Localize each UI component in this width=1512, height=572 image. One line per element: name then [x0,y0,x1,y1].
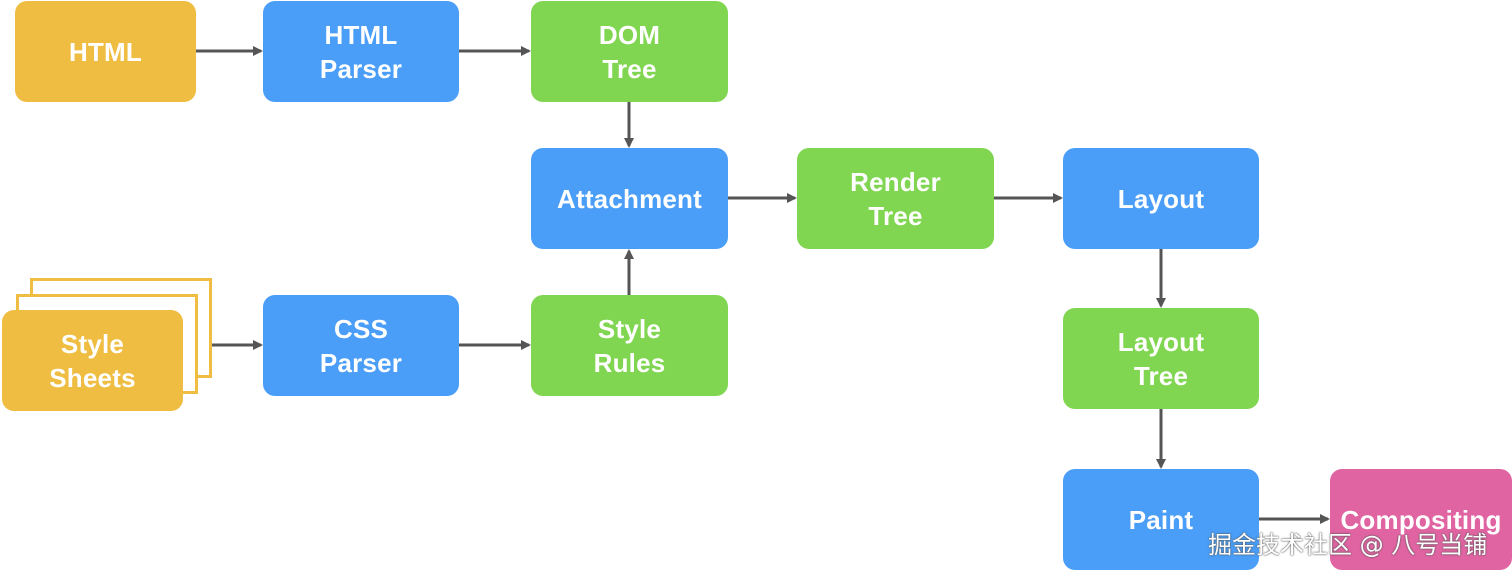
node-html-line-1: HTML [69,36,142,67]
node-style-sheets-line-2: Sheets [49,362,136,393]
node-render-tree-line-1: Render [850,166,941,197]
node-attachment-line-1: Attachment [556,183,702,214]
node-css-parser-line-1: CSS [333,313,389,344]
node-paint: Paint [1063,469,1259,570]
node-css-parser-line-2: Parser [319,347,403,378]
node-dom-tree: DOM Tree [531,1,728,102]
node-style-rules-line-2: Rules [593,347,666,378]
node-style-sheets: Style Sheets [2,310,183,411]
node-attachment: Attachment [531,148,728,249]
node-html-parser-line-1: HTML [324,19,398,50]
node-render-tree-line-2: Tree [868,200,923,231]
node-paint-line-1: Paint [1128,504,1194,535]
node-layout-tree-line-2: Tree [1133,360,1189,391]
node-style-rules-line-1: Style [597,313,662,344]
node-layout-tree-line-1: Layout [1117,326,1205,357]
node-dom-tree-line-2: Tree [602,53,657,84]
node-html: HTML [15,1,196,102]
node-html-parser: HTML Parser [263,1,459,102]
watermark-text: 掘金技术社区 @ 八号当铺 [1208,531,1488,559]
node-css-parser: CSS Parser [263,295,459,396]
node-compositing-line-1: Compositing [1340,504,1502,535]
node-layout-line-1: Layout [1117,183,1205,214]
node-layout-tree: Layout Tree [1063,308,1259,409]
node-dom-tree-line-1: DOM [598,19,661,50]
node-style-rules: Style Rules [531,295,728,396]
node-compositing: Compositing [1330,469,1512,570]
node-html-parser-line-2: Parser [319,53,403,84]
node-render-tree: Render Tree [797,148,994,249]
node-layout: Layout [1063,148,1259,249]
node-style-sheets-line-1: Style [60,328,125,359]
